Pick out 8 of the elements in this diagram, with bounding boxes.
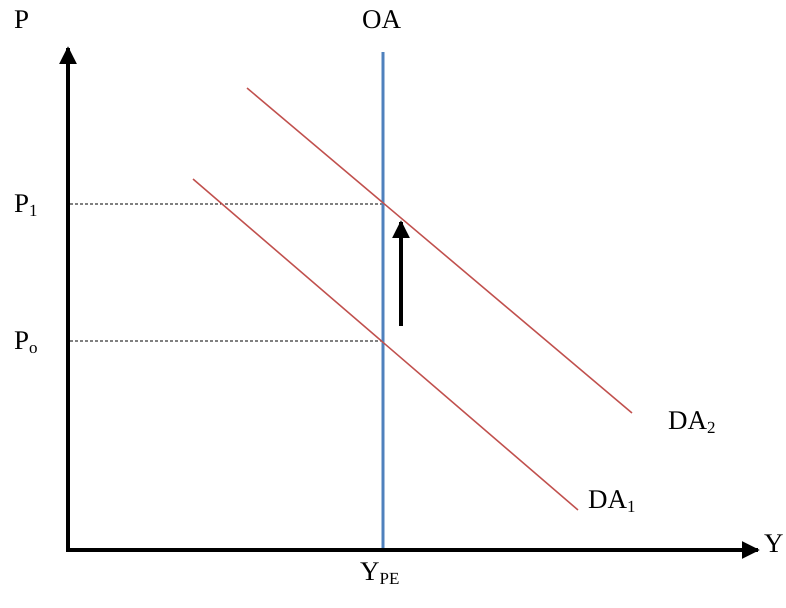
curve-label: DA$_{2}$	[668, 405, 716, 435]
axis-label: Y	[764, 528, 784, 558]
price-label: P$_{o}$	[14, 325, 38, 355]
price-label: P$_{1}$	[14, 188, 38, 218]
output-label: Y$_{PE}$	[360, 556, 400, 586]
axis-label: P	[14, 4, 30, 34]
curve-label: OA	[362, 4, 401, 34]
curve-label: DA$_{1}$	[588, 484, 636, 514]
